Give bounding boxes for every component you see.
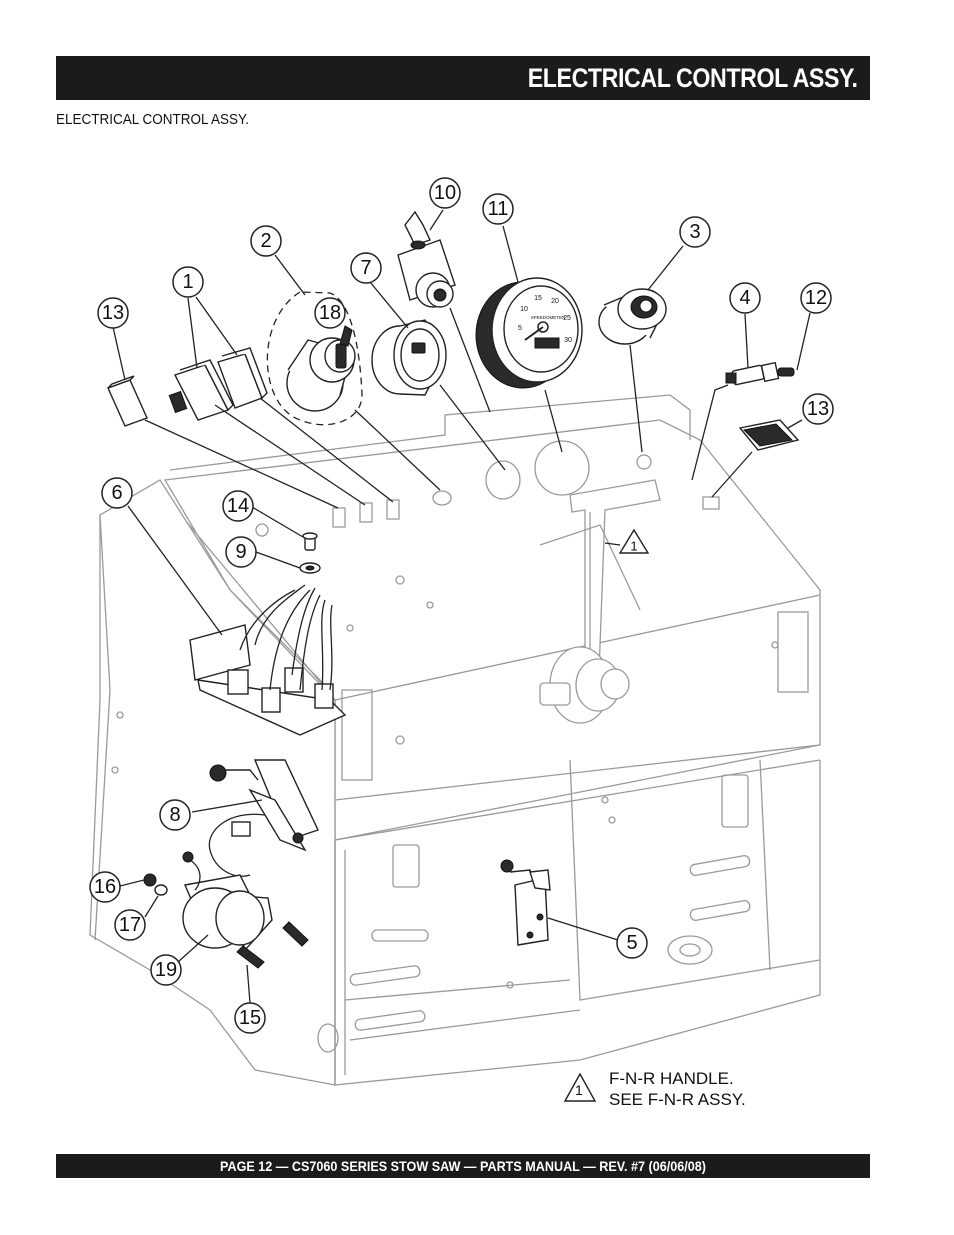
callout-17: 17 [114, 909, 146, 941]
page-footer: PAGE 12 — CS7060 SERIES STOW SAW — PARTS… [220, 1158, 706, 1174]
callout-6: 6 [101, 477, 133, 509]
relay-module [189, 584, 347, 736]
svg-text:19: 19 [155, 959, 177, 981]
svg-text:13: 13 [807, 398, 829, 420]
svg-text:18: 18 [319, 302, 341, 324]
callout-1: 1 [172, 266, 204, 298]
svg-text:16: 16 [94, 876, 116, 898]
speedometer-gauge: 5 10 15 20 25 30 SPEEDOMETER [475, 277, 583, 389]
callout-16: 16 [89, 871, 121, 903]
svg-text:6: 6 [111, 482, 122, 504]
solenoid [208, 759, 319, 877]
callout-7: 7 [350, 252, 382, 284]
svg-text:4: 4 [739, 287, 750, 309]
callout-4: 4 [729, 282, 761, 314]
svg-text:12: 12 [805, 287, 827, 309]
screw-and-washer [299, 532, 321, 574]
svg-text:3: 3 [689, 221, 700, 243]
leader-lines [112, 209, 811, 1004]
switch-cover-13a [107, 375, 148, 427]
fnr-handle [539, 479, 661, 724]
svg-text:10: 10 [434, 182, 456, 204]
callout-15: 15 [234, 1002, 266, 1034]
note-line-1: F-N-R HANDLE. [609, 1069, 734, 1088]
svg-text:15: 15 [239, 1007, 261, 1029]
page-title-bar: ELECTRICAL CONTROL ASSY. [56, 56, 870, 100]
callout-8: 8 [159, 799, 191, 831]
ignition-switch [397, 210, 456, 308]
callout-19: 19 [150, 954, 182, 986]
section-caption: ELECTRICAL CONTROL ASSY. [56, 111, 250, 128]
key-switch [286, 325, 356, 412]
svg-text:17: 17 [119, 914, 141, 936]
page-footer-bar: PAGE 12 — CS7060 SERIES STOW SAW — PARTS… [56, 1154, 870, 1178]
speed-sensor [182, 851, 273, 952]
handle-note-marker: 1 [630, 539, 637, 554]
limit-switch [500, 859, 551, 946]
switch-cover-13b [738, 419, 800, 451]
note-triangle-icon [563, 1072, 597, 1102]
svg-text:9: 9 [235, 541, 246, 563]
callout-14: 14 [222, 490, 254, 522]
key-switch-group-boundary [266, 291, 363, 426]
svg-text:7: 7 [360, 257, 371, 279]
toggle-switch [725, 361, 795, 386]
callout-13b: 13 [802, 393, 834, 425]
svg-text:13: 13 [102, 302, 124, 324]
gauge-tick-15: 15 [534, 295, 542, 302]
callout-9: 9 [225, 536, 257, 568]
gauge-tick-20: 20 [551, 298, 559, 305]
svg-text:5: 5 [626, 932, 637, 954]
callout-11: 11 [482, 193, 514, 225]
callout-2: 2 [250, 225, 282, 257]
callout-5: 5 [616, 927, 648, 959]
page-title: ELECTRICAL CONTROL ASSY. [528, 63, 858, 93]
gauge-tick-5: 5 [518, 325, 522, 332]
handle-note-triangle [618, 528, 650, 554]
svg-text:8: 8 [169, 804, 180, 826]
small-fasteners [143, 873, 309, 969]
svg-text:1: 1 [182, 271, 193, 293]
callout-12: 12 [800, 282, 832, 314]
svg-text:14: 14 [227, 495, 249, 517]
hour-meter [371, 319, 447, 396]
gauge-tick-30: 30 [564, 337, 572, 344]
note-line-2: SEE F-N-R ASSY. [609, 1090, 746, 1109]
gauge-brand: SPEEDOMETER [531, 315, 566, 320]
rocker-switches [168, 347, 268, 421]
callout-10: 10 [429, 177, 461, 209]
push-button [598, 288, 667, 345]
note-marker: 1 [575, 1082, 583, 1098]
fnr-handle-note: 1 F-N-R HANDLE. SEE F-N-R ASSY. [563, 1068, 803, 1112]
callout-18: 18 [314, 297, 346, 329]
callout-3: 3 [679, 216, 711, 248]
svg-text:11: 11 [488, 198, 509, 220]
callout-13a: 13 [97, 297, 129, 329]
gauge-tick-25: 25 [563, 315, 571, 322]
svg-text:2: 2 [260, 230, 271, 252]
gauge-tick-10: 10 [520, 306, 528, 313]
machine-frame [89, 394, 821, 1086]
